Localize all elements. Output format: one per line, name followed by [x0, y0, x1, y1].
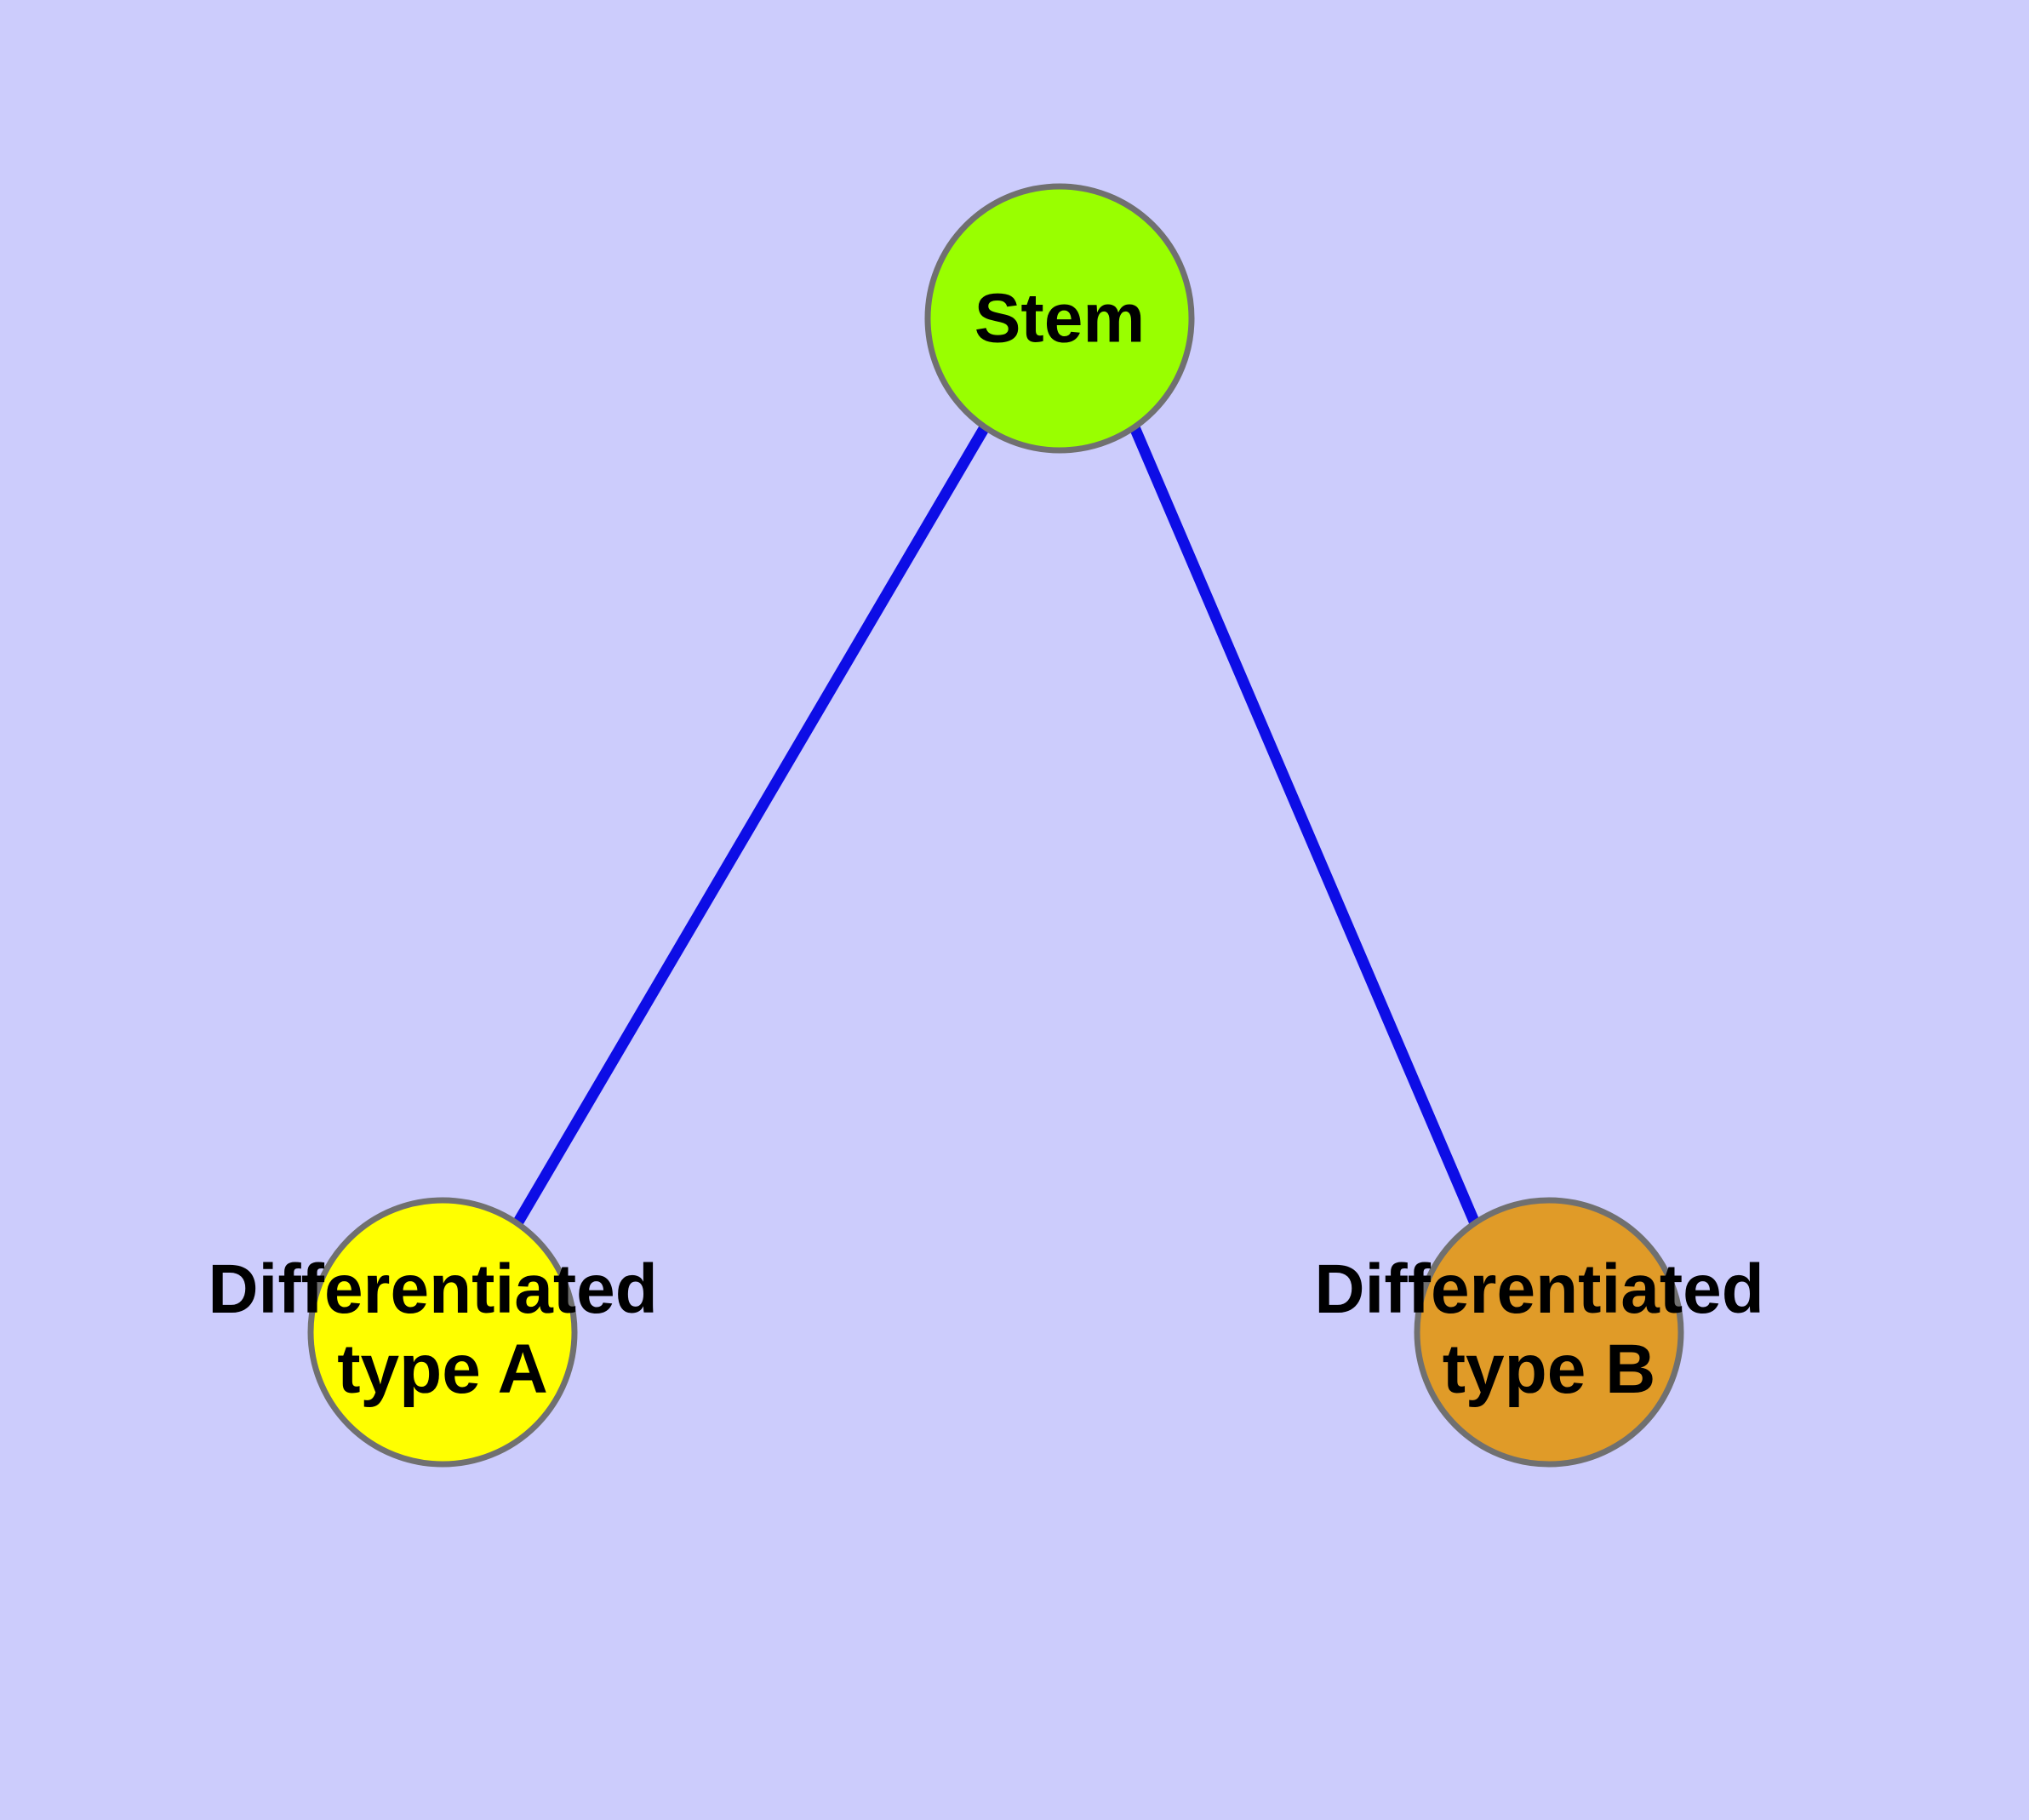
node-diff-a-label-line2: type A [337, 1331, 548, 1408]
node-diff-b-label: Differentiated type B [1314, 1251, 1783, 1408]
node-diff-b-label-line2: type B [1443, 1331, 1656, 1408]
labels-group: Stem Differentiated type A Differentiate… [208, 280, 1783, 1408]
node-diff-a[interactable] [307, 1197, 578, 1468]
node-diff-b[interactable] [1414, 1197, 1684, 1468]
node-diff-b-label-line1: Differentiated [1314, 1251, 1764, 1328]
node-diff-a-label: Differentiated type A [208, 1251, 677, 1408]
edge-stem-to-diff-a[interactable] [512, 424, 990, 1227]
nodes-group [307, 183, 1684, 1468]
node-stem[interactable] [924, 183, 1195, 454]
edges-group [512, 424, 1480, 1227]
node-diff-a-label-line1: Differentiated [208, 1251, 658, 1328]
edge-stem-to-diff-b[interactable] [1129, 425, 1480, 1226]
node-stem-label: Stem [974, 280, 1146, 358]
